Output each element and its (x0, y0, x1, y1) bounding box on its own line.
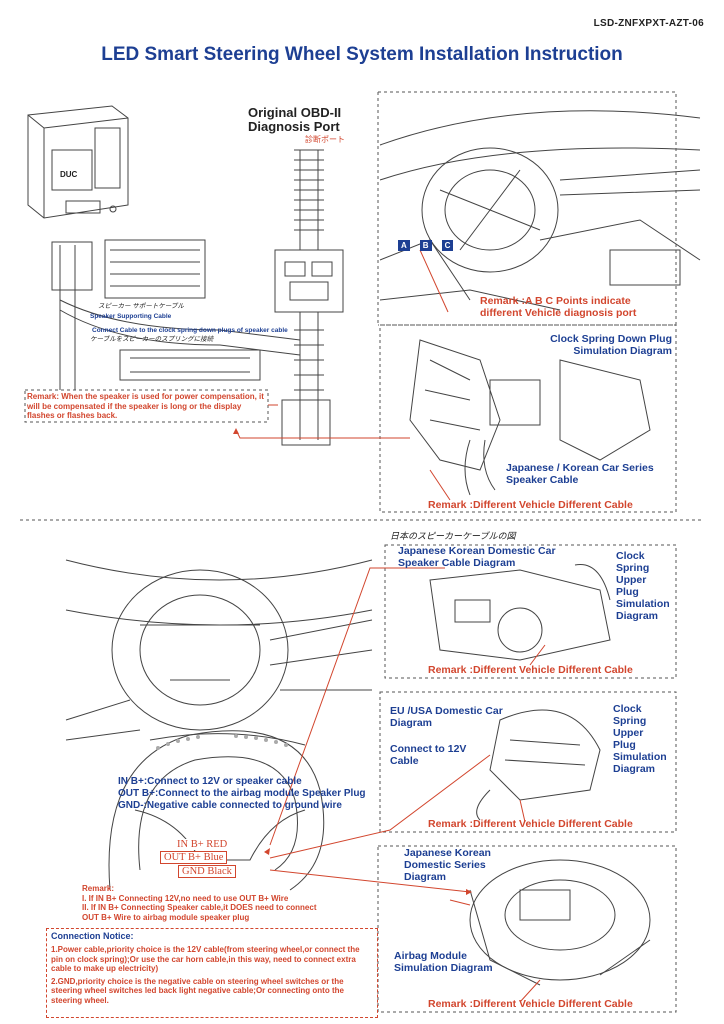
point-a: A (398, 240, 410, 251)
pinout-box (104, 239, 206, 299)
airbag-module-drawing (469, 859, 651, 986)
wire-out-b-blue: OUT B+ Blue (160, 851, 228, 864)
wire-remarks: Remark: I. If IN B+ Connecting 12V,no ne… (82, 884, 317, 922)
connect-cable-label: Connect Cable to the clock spring down p… (92, 327, 288, 334)
clock-spring-down-drawing (409, 339, 651, 496)
clock-spring-down-title: Clock Spring Down Plug Simulation Diagra… (550, 333, 672, 357)
connect-12v-label: Connect to 12V Cable (390, 743, 467, 767)
connection-notice-title: Connection Notice: (51, 931, 134, 941)
led-dots (156, 734, 288, 750)
connection-notice: Connection Notice: 1.Power cable,priorit… (46, 928, 378, 1018)
clock-spring-upper-label-2: Clock Spring Upper Plug Simulation Diagr… (613, 703, 667, 775)
jp-domestic-speaker-label: Japanese Korean Domestic Car Speaker Cab… (398, 545, 556, 569)
obd-port-label: Original OBD-II Diagnosis Port (248, 105, 342, 134)
dashboard-drawing-bottom (65, 559, 373, 741)
harness-drawing (51, 149, 344, 446)
eu-usa-drawing (476, 709, 601, 821)
wire-gnd-black: GND Black (178, 865, 236, 878)
power-compensation-note: Remark: When the speaker is used for pow… (27, 392, 264, 420)
remark-vehicle-cable-4: Remark :Different Vehicle Different Cabl… (428, 998, 633, 1010)
jp-korean-series-label: Japanese / Korean Car Series Speaker Cab… (506, 462, 654, 486)
eu-usa-label: EU /USA Domestic Car Diagram (390, 705, 503, 729)
remark-vehicle-cable-3: Remark :Different Vehicle Different Cabl… (428, 818, 633, 830)
module-brand: DUC (60, 170, 78, 179)
airbag-module-label: Airbag Module Simulation Diagram (394, 950, 493, 974)
remark-vehicle-cable-1: Remark :Different Vehicle Different Cabl… (428, 499, 633, 511)
remark-vehicle-cable-2: Remark :Different Vehicle Different Cabl… (428, 664, 633, 676)
speaker-cable-label: Speaker Supporting Cable (90, 313, 172, 320)
wire-in-b-red: IN B+ RED (174, 839, 231, 850)
connection-notice-item-1: 1.Power cable,priority choice is the 12V… (51, 945, 360, 973)
connection-notice-item-2: 2.GND,priority choice is the negative ca… (51, 976, 344, 1005)
obd-handwritten-note: 診断ポート (305, 135, 345, 144)
document-id: LSD-ZNFXPXT-AZT-06 (593, 18, 704, 29)
dashboard-drawing-top (379, 110, 701, 311)
remark-diagnosis-points: Remark :A B C Points indicate different … (480, 295, 637, 319)
point-c: C (441, 240, 454, 251)
handwritten-jp-note: 日本のスピーカーケーブルの図 (390, 531, 516, 541)
diagnosis-points: A B C (398, 240, 454, 251)
wire-tags: IN B+ RED OUT B+ Blue GND Black (160, 839, 236, 878)
jp-korean-domestic-series-label: Japanese Korean Domestic Series Diagram (404, 847, 491, 883)
speaker-cable-handwritten: スピーカー サポートケーブル (98, 303, 184, 310)
jp-speaker-cable-drawing (429, 563, 611, 661)
point-b: B (419, 240, 432, 251)
control-module-drawing (27, 105, 129, 219)
connect-cable-handwritten: ケーブルをスピーカーのスプリングに接続 (90, 336, 214, 343)
clock-spring-upper-label-1: Clock Spring Upper Plug Simulation Diagr… (616, 550, 670, 622)
page-title: LED Smart Steering Wheel System Installa… (101, 44, 623, 65)
wire-descriptions: IN B+:Connect to 12V or speaker cable OU… (118, 776, 366, 811)
